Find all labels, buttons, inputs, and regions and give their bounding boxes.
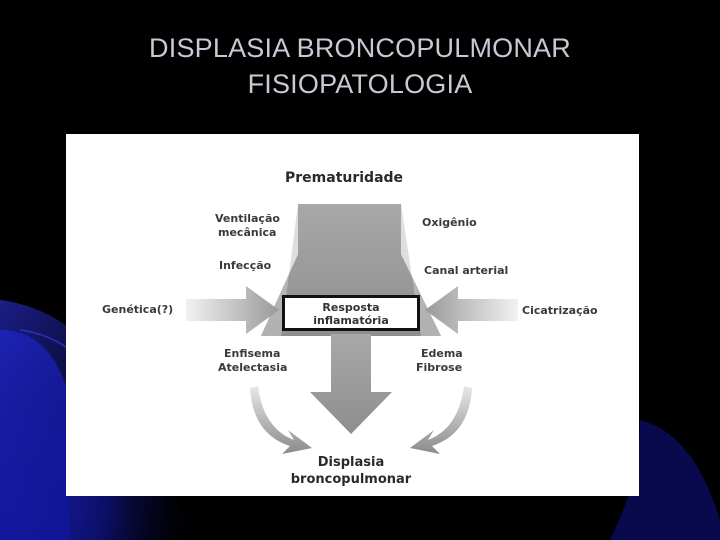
label-ventilacao-line2: mecânica — [218, 226, 277, 239]
label-fibrose: Fibrose — [416, 361, 463, 374]
diagram-panel: Prematuridade Ventilação mecânica Infecç… — [66, 134, 639, 496]
bottom-label-line1: Displasia — [317, 455, 385, 470]
cicatrizacao-arrow — [425, 286, 518, 334]
label-ventilacao-line1: Ventilação — [215, 212, 280, 225]
center-label-line1: Resposta — [322, 301, 380, 314]
center-label-line2: inflamatória — [313, 314, 389, 327]
label-oxigenio: Oxigênio — [422, 216, 477, 229]
label-displasia-broncopulmonar: Displasia broncopulmonar — [261, 454, 441, 488]
label-cicatrizacao: Cicatrização — [522, 304, 598, 317]
label-infeccao: Infecção — [219, 259, 272, 272]
slide-title-line2: FISIOPATOLOGIA — [247, 69, 473, 99]
right-curved-arrow — [410, 386, 472, 454]
label-edema: Edema — [421, 347, 463, 360]
slide-title-line1: DISPLASIA BRONCOPULMONAR — [149, 33, 571, 63]
label-genetica: Genética(?) — [102, 303, 174, 316]
label-canal-arterial: Canal arterial — [424, 264, 509, 277]
label-prematuridade: Prematuridade — [285, 170, 404, 186]
main-down-arrow — [310, 334, 392, 434]
bottom-label-line2: broncopulmonar — [290, 472, 412, 487]
label-atelectasia: Atelectasia — [218, 361, 288, 374]
genetica-arrow — [186, 286, 279, 334]
center-box-resposta-inflamatoria: Resposta inflamatória — [282, 295, 420, 331]
left-curved-arrow — [250, 386, 312, 454]
slide-title: DISPLASIA BRONCOPULMONAR FISIOPATOLOGIA — [0, 30, 720, 102]
label-enfisema: Enfisema — [224, 347, 281, 360]
